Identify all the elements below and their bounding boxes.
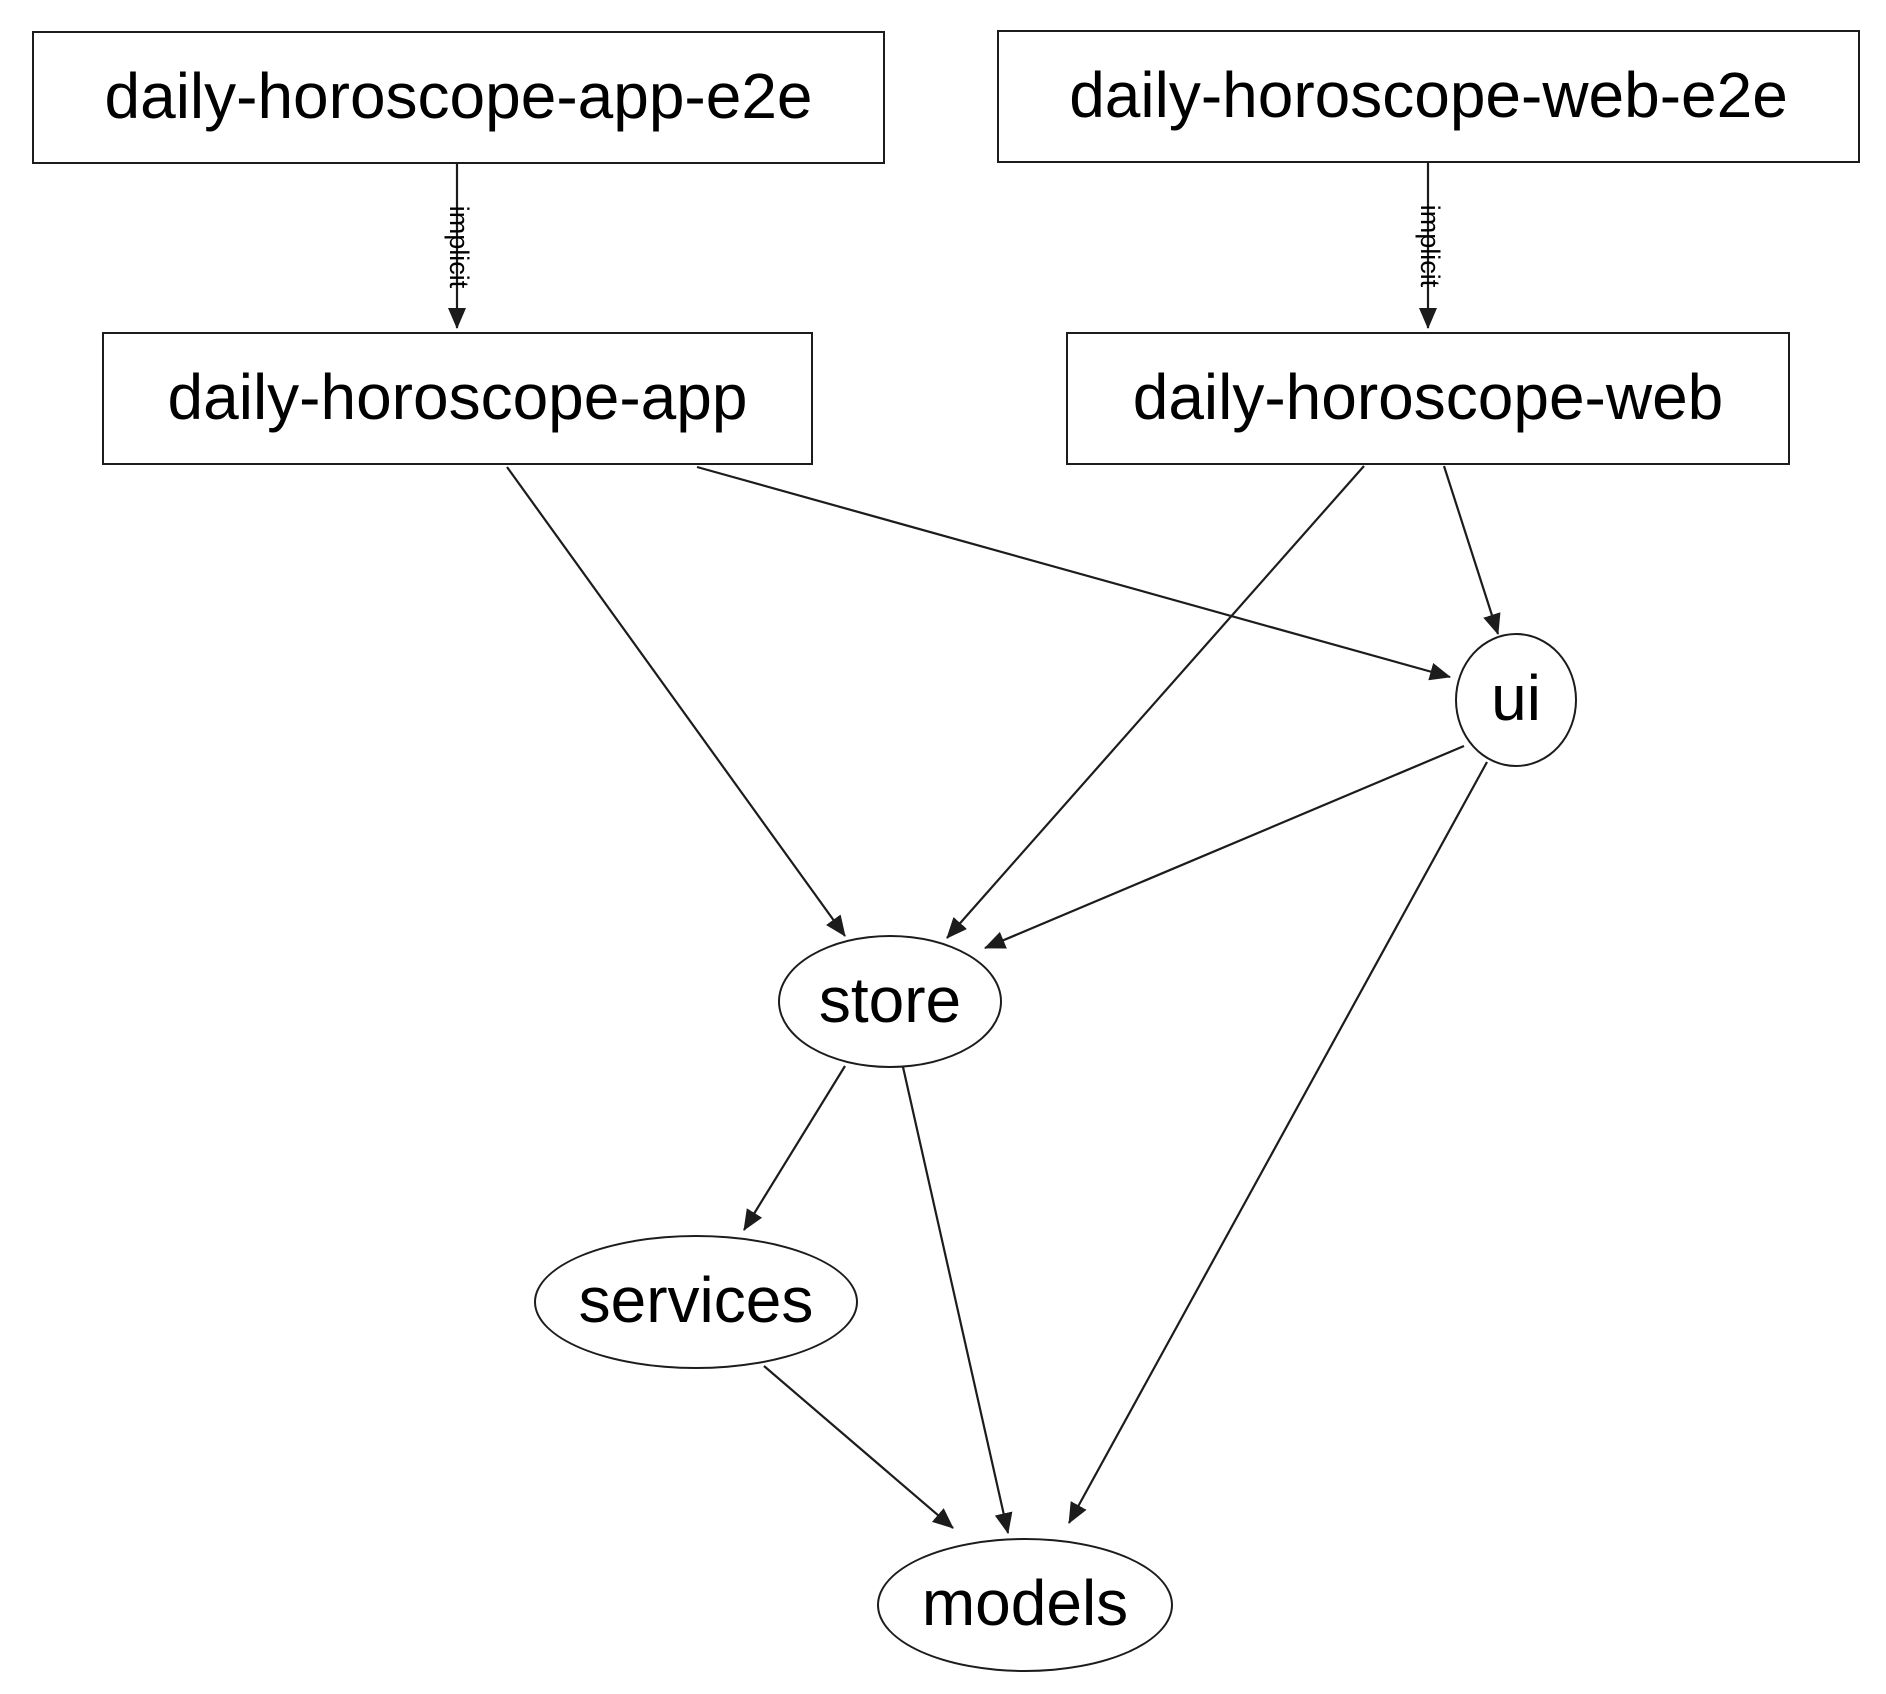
node-label: daily-horoscope-web bbox=[1132, 360, 1724, 433]
edge-ui-to-models bbox=[1068, 761, 1488, 1524]
node-ui[interactable]: ui bbox=[1455, 633, 1577, 767]
edge-label-implicit: implicit bbox=[1415, 205, 1445, 288]
node-daily-horoscope-web-e2e[interactable]: daily-horoscope-web-e2e bbox=[997, 30, 1860, 163]
edge-store-to-services bbox=[743, 1065, 846, 1231]
edge-web-to-store bbox=[946, 465, 1365, 939]
edge-web-to-ui bbox=[1442, 465, 1501, 635]
node-store[interactable]: store bbox=[778, 935, 1002, 1068]
edge-web-e2e-to-web: implicit bbox=[1415, 163, 1445, 329]
node-label: ui bbox=[1491, 662, 1541, 734]
node-label: daily-horoscope-app bbox=[167, 360, 748, 433]
node-daily-horoscope-web[interactable]: daily-horoscope-web bbox=[1066, 332, 1790, 465]
edge-ui-to-store bbox=[984, 744, 1465, 950]
node-label: models bbox=[921, 1567, 1129, 1639]
edge-store-to-models bbox=[901, 1066, 1013, 1534]
node-models[interactable]: models bbox=[877, 1538, 1173, 1672]
node-daily-horoscope-app[interactable]: daily-horoscope-app bbox=[102, 332, 813, 465]
node-label: daily-horoscope-web-e2e bbox=[1069, 58, 1788, 131]
node-daily-horoscope-app-e2e[interactable]: daily-horoscope-app-e2e bbox=[32, 31, 885, 164]
edge-app-to-store bbox=[506, 466, 846, 937]
node-label: daily-horoscope-app-e2e bbox=[104, 59, 813, 132]
edge-label-implicit: implicit bbox=[444, 206, 474, 289]
node-label: services bbox=[578, 1264, 814, 1336]
edge-app-e2e-to-app: implicit bbox=[444, 164, 474, 329]
edge-app-to-ui bbox=[696, 465, 1451, 681]
edge-services-to-models bbox=[763, 1365, 954, 1529]
node-label: store bbox=[818, 963, 962, 1036]
node-services[interactable]: services bbox=[534, 1235, 858, 1369]
